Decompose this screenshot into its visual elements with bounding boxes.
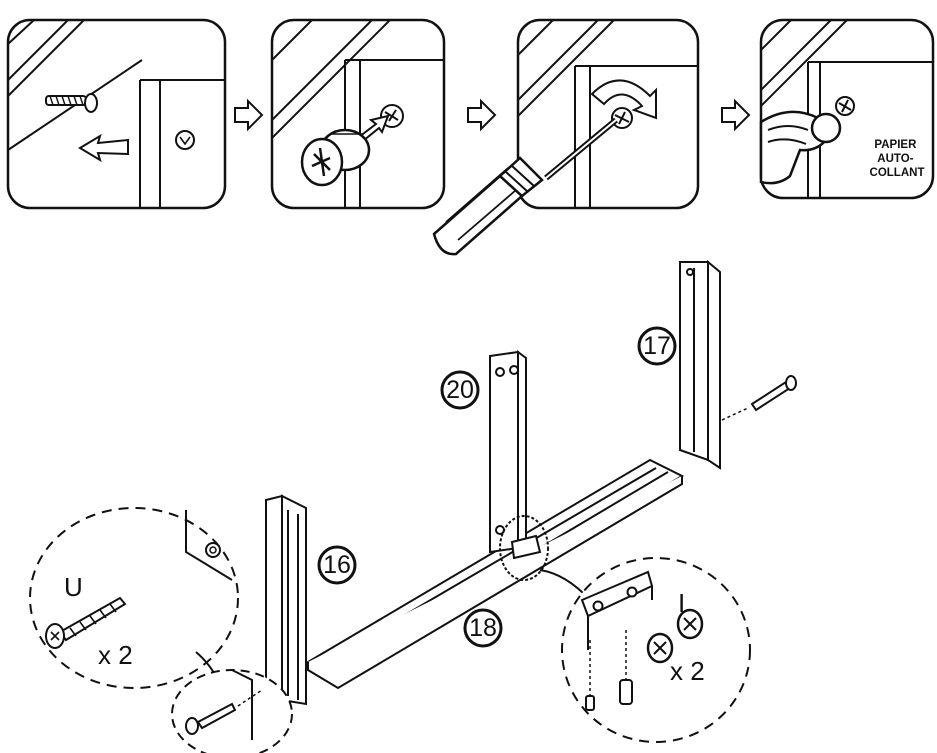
callout-i-letter: I [678,588,685,618]
step-4-panel: PAPIER AUTO- COLLANT [759,18,935,200]
callout-i-qty: x 2 [670,656,705,686]
step-4-label-line-2: AUTO- [877,153,913,165]
cam-hole-icon [175,130,195,150]
hand-sticker-icon [759,110,842,185]
part-label-18-text: 18 [469,614,497,642]
step-1-panel [6,18,227,210]
cam-bolt-icon [585,630,633,711]
step-4-label-line-1: PAPIER [874,139,917,151]
step-arrow-3-icon [721,98,751,132]
arrow-left-icon [78,133,129,163]
part-label-16: 16 [317,545,357,585]
part-label-18: 18 [463,608,503,648]
post-16 [265,494,307,706]
callout-u-letter: U [64,572,83,602]
step-4-label: PAPIER AUTO- COLLANT [870,139,925,179]
callout-screw-u: U x 2 [29,507,239,689]
frame-assembly [265,259,721,706]
cam-lock-icon [300,128,371,187]
step-arrow-2-icon [467,98,497,132]
screw-icon [45,93,98,113]
screw-in-hole-icon [380,104,404,128]
part-label-20-text: 20 [446,376,474,404]
screw-head-icon [611,107,633,129]
callout-screw-bottom [171,669,293,753]
callout-u-qty: x 2 [98,640,133,670]
cam-lock-icon [646,608,704,664]
screw-head-icon [835,96,855,116]
part-label-17-text: 17 [643,332,671,360]
step-4-label-line-3: COLLANT [870,167,925,179]
step-2-panel [270,18,446,210]
detail-ring-center [499,515,549,581]
rotate-arrow-icon [590,79,657,120]
part-label-17: 17 [637,326,677,366]
step-arrow-1-icon [234,98,264,132]
screwdriver-icon [432,117,618,256]
post-20 [489,350,527,554]
post-17 [679,259,721,470]
part-label-16-text: 16 [323,551,351,579]
rail-18 [306,458,685,690]
wood-screw-icon [45,596,127,649]
step-3-panel [516,18,700,210]
part-label-20: 20 [440,370,480,410]
screw-right-icon [721,375,797,421]
callout-cam-i: I x 2 [561,557,751,743]
